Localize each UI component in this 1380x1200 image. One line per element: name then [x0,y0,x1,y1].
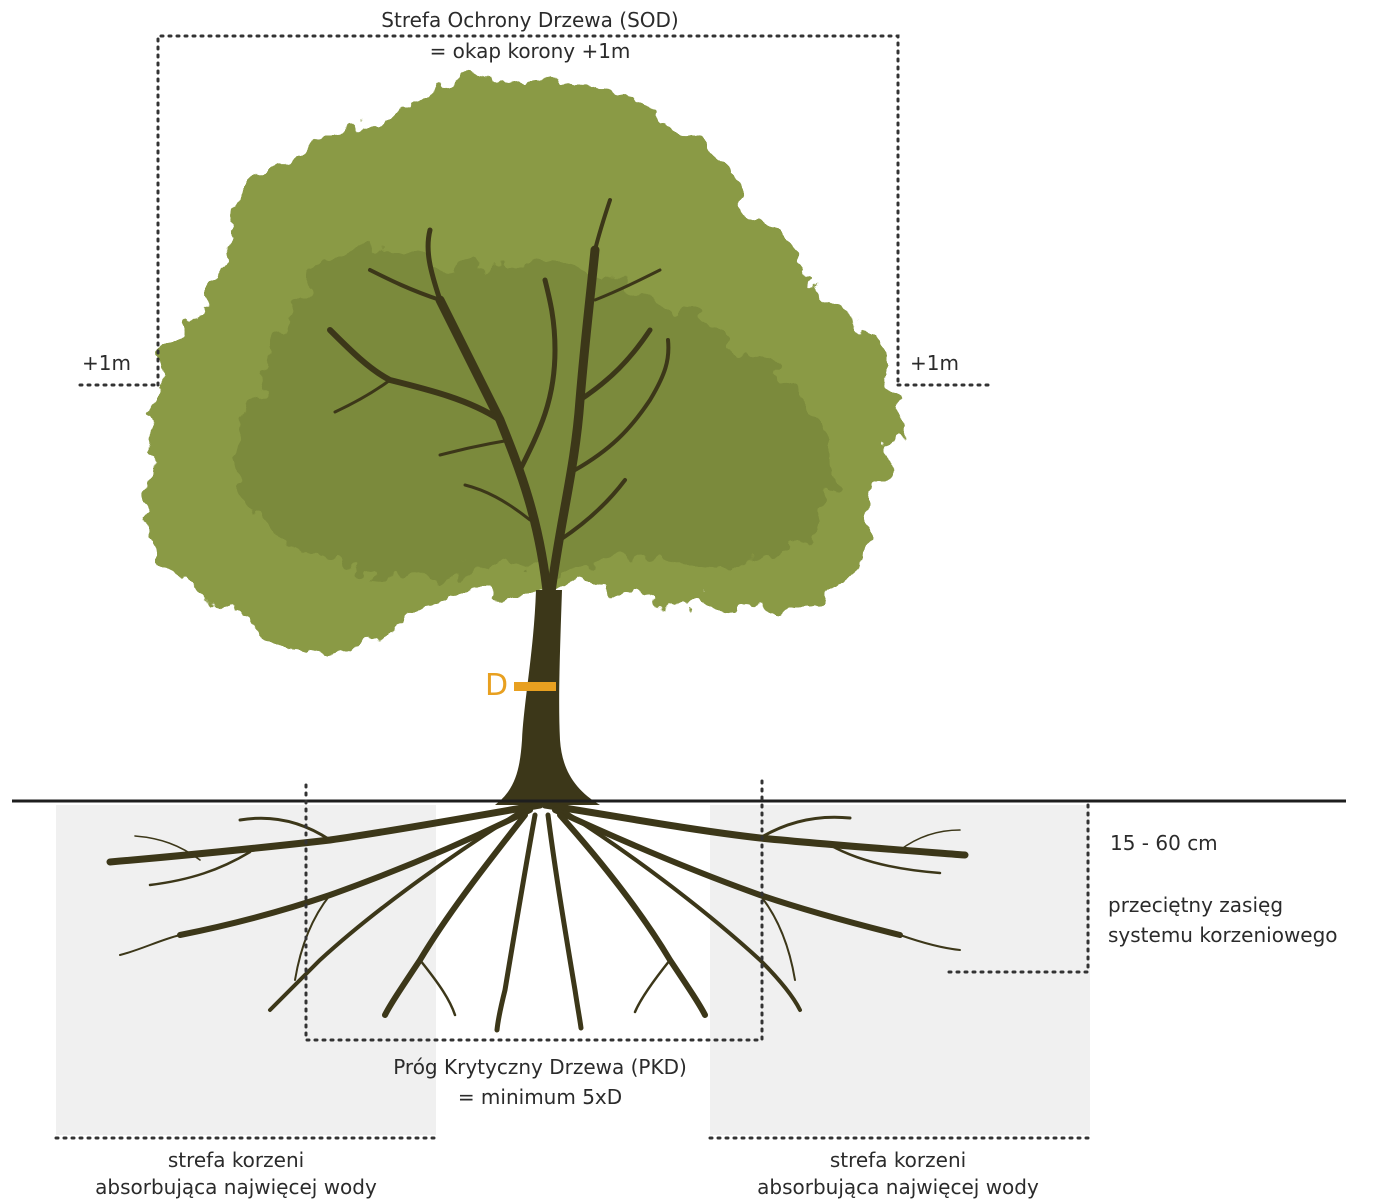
depth-description-line1: przeciętny zasięg [1108,893,1284,917]
sod-boundary [156,34,900,387]
depth-range: 15 - 60 cm [1110,831,1218,855]
dotted-guides [54,34,1092,1140]
diameter-marker [514,682,556,691]
sod-formula: = okap korony +1m [429,39,631,63]
root-zone-left-label-line2: absorbująca najwięcej wody [95,1175,377,1199]
pkd-title: Próg Krytyczny Drzewa (PKD) [393,1055,687,1079]
root-zone-right-label-line2: absorbująca najwięcej wody [757,1175,1039,1199]
tree-branches [327,198,671,605]
tree-roots [106,801,969,1033]
depth-description-line2: systemu korzeniowego [1108,923,1338,947]
pkd-formula: = minimum 5xD [457,1085,623,1109]
sod-title: Strefa Ochrony Drzewa (SOD) [381,8,679,32]
diameter-label: D [485,668,509,703]
margin-left-label: +1m [82,351,131,375]
depth-bracket [943,803,1090,974]
tree-trunk [495,590,600,805]
soil-zones [56,805,1090,1135]
root-zone-left-label-line1: strefa korzeni [167,1148,305,1172]
root-zone-right [710,805,1090,1135]
margin-right-label: +1m [910,351,959,375]
pkd-boundary [304,773,764,1042]
tree-canopy-shade [239,249,832,576]
root-zone-right-label-line1: strefa korzeni [829,1148,967,1172]
